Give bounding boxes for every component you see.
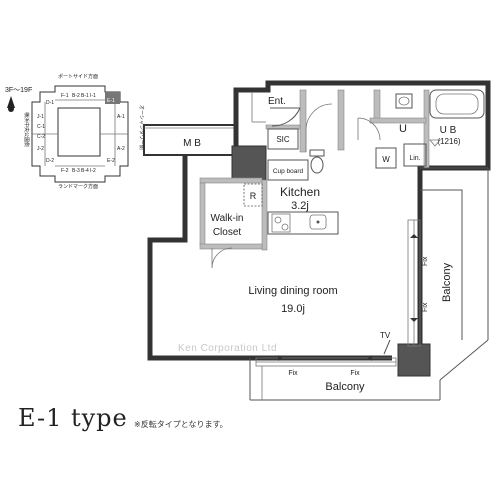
- key-plan-unit: B-4: [81, 168, 89, 174]
- washer-label: W: [382, 155, 390, 164]
- living-label: Living dining room: [248, 285, 337, 297]
- key-plan-unit: C-2: [37, 134, 45, 140]
- key-plan-unit: F-1: [61, 93, 69, 99]
- key-plan-unit: F-2: [61, 168, 69, 174]
- outer-wall-left: [147, 156, 392, 361]
- cupboard: Cup board: [267, 159, 309, 181]
- living-dining-room: Living dining room 19.0j: [248, 285, 337, 315]
- refrigerator: R: [243, 183, 263, 207]
- linen-box: [403, 143, 427, 167]
- mb-label: M B: [183, 138, 201, 149]
- key-plan-floor-range: 3F～19F: [5, 87, 32, 94]
- partition-wall: [265, 124, 301, 130]
- key-plan-unit: J-1: [37, 114, 44, 120]
- bath-size: (1216): [437, 137, 460, 146]
- fix-label: Fix: [422, 302, 429, 312]
- walk-in-closet: Walk-in Closet: [211, 213, 244, 238]
- refrigerator-label: R: [250, 191, 257, 201]
- cupboard-label: Cup board: [273, 168, 304, 175]
- tv-mark: TV: [380, 331, 391, 355]
- partition-wall: [199, 177, 263, 184]
- partition-wall: [199, 182, 206, 246]
- balcony-right-label: Balcony: [441, 262, 453, 302]
- key-plan-unit: A-1: [117, 114, 125, 120]
- sic-label: SIC: [276, 135, 290, 144]
- key-plan-unit: I-1: [90, 93, 96, 99]
- linen-label: Lin.: [409, 155, 420, 162]
- watermark: Ken Corporation Ltd: [178, 343, 278, 354]
- reversed-type-note: ※反転タイプとなります。: [134, 420, 228, 429]
- key-plan-unit: A-2: [117, 146, 125, 152]
- balcony-right: Fix Fix Balcony: [407, 167, 489, 381]
- partition-wall: [299, 89, 307, 153]
- partition-wall: [199, 243, 263, 250]
- key-plan-unit: B-3: [72, 168, 80, 174]
- type-title: E-1 type: [18, 404, 128, 432]
- key-plan-core: [57, 107, 101, 157]
- key-plan-unit: D-2: [46, 158, 54, 164]
- key-plan: 3F～19F ポートサイド方面 ランドマーク方面 横浜中央公園側 オーシャンタワ…: [5, 73, 145, 190]
- key-plan-unit: B-1: [81, 93, 89, 99]
- fix-label: Fix: [288, 370, 298, 377]
- structural-column: [231, 145, 267, 181]
- entrance: Ent.: [251, 92, 301, 127]
- mb-shaft: M B: [143, 124, 237, 156]
- living-size: 19.0j: [281, 303, 305, 315]
- utility-room: U W Lin.: [357, 93, 427, 169]
- walkin-label-line1: Walk-in: [211, 213, 244, 224]
- key-plan-bottom-side: ランドマーク方面: [58, 183, 98, 190]
- sic: SIC: [267, 128, 299, 150]
- balcony-bottom: Fix Fix Balcony: [249, 355, 441, 401]
- north-arrow-icon: [7, 96, 15, 112]
- sink-icon: [309, 214, 327, 230]
- structural-column: [397, 343, 431, 377]
- balcony-bottom-label: Balcony: [325, 381, 365, 393]
- kitchen-label: Kitchen: [280, 185, 320, 199]
- entrance-label: Ent.: [268, 96, 286, 107]
- partition-wall: [373, 89, 381, 123]
- kitchen: Kitchen 3.2j: [211, 185, 339, 269]
- partition-wall: [261, 179, 268, 251]
- key-plan-unit: E-2: [107, 158, 115, 164]
- fix-label: Fix: [422, 256, 429, 266]
- washbasin-icon: [395, 93, 413, 109]
- fix-label: Fix: [350, 370, 360, 377]
- walkin-label-line2: Closet: [213, 227, 242, 238]
- toilet-icon: [305, 103, 333, 174]
- key-plan-unit: C-1: [37, 124, 45, 130]
- partition-wall: [337, 89, 345, 151]
- stove-icon: [271, 213, 291, 233]
- key-plan-unit: J-2: [37, 146, 44, 152]
- key-plan-top-side: ポートサイド方面: [58, 73, 98, 80]
- washer-box: [375, 147, 397, 169]
- partition-wall: [369, 117, 427, 124]
- bath-label: U B: [440, 125, 457, 136]
- key-plan-unit: B-2: [72, 93, 80, 99]
- unit-bath: U B (1216): [429, 89, 485, 147]
- key-plan-right-side: オーシャンタワー側: [138, 105, 145, 150]
- utility-label: U: [399, 123, 407, 135]
- key-plan-unit: E-1: [107, 98, 115, 104]
- kitchen-size: 3.2j: [291, 200, 309, 212]
- tv-label: TV: [380, 331, 391, 340]
- key-plan-unit: I-2: [90, 168, 96, 174]
- key-plan-highlight-e1: [105, 92, 120, 104]
- key-plan-left-side: 横浜中央公園側: [23, 112, 30, 147]
- key-plan-unit: D-1: [46, 100, 54, 106]
